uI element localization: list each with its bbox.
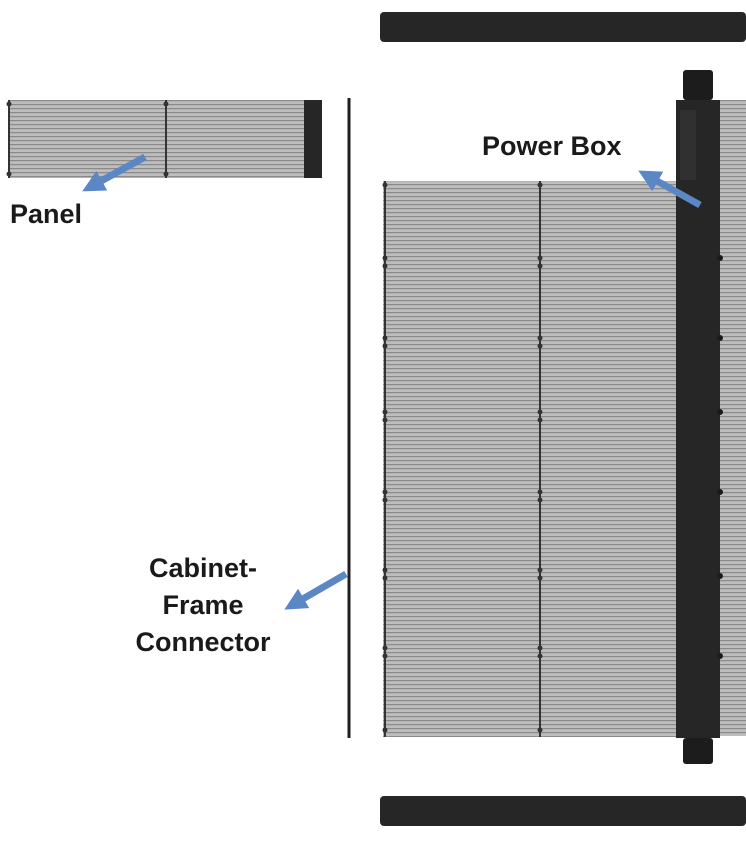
cabinet-label-line-1: Cabinet- (149, 553, 257, 583)
power-box-label: Power Box (482, 131, 622, 161)
panel-single (6, 100, 322, 178)
power-box (676, 70, 723, 764)
top-rail (380, 12, 746, 42)
panel-label: Panel (10, 199, 83, 229)
bottom-rail (380, 796, 746, 826)
panel-arrow (82, 153, 147, 192)
power-box-arrow (638, 170, 702, 209)
cabinet-frame-connector-label: Cabinet- Frame Connector (128, 550, 278, 661)
cabinet-label-line-3: Connector (135, 627, 271, 657)
cabinet-arrow (284, 570, 348, 610)
cabinet-panels (382, 100, 746, 737)
cabinet-label-line-2: Frame (162, 590, 244, 620)
